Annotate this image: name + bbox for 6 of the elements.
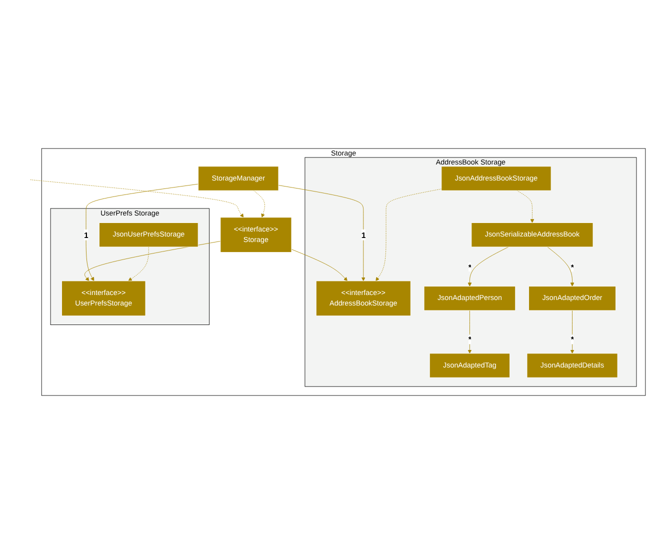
edge-label: * [570, 335, 574, 344]
edge-label: * [468, 335, 472, 344]
edge-label: * [570, 262, 574, 272]
edge-label: 1 [84, 230, 89, 240]
edge-label: 1 [361, 230, 366, 240]
edge-label: * [468, 262, 472, 272]
